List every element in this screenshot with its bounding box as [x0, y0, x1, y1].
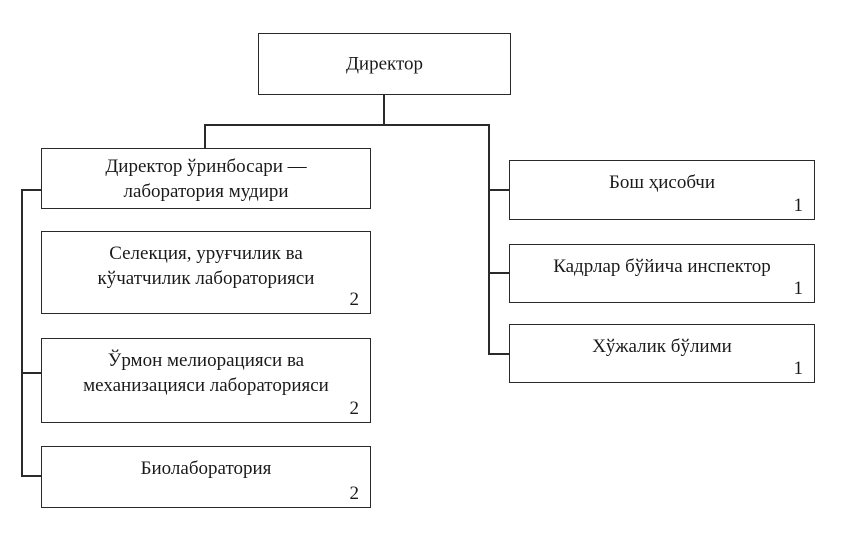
connector-deputy-side-stub [21, 189, 42, 191]
staff-count: 1 [793, 195, 804, 216]
org-node-hr-inspector: Кадрлар бўйича инспектор 1 [509, 244, 815, 303]
node-label-line1: Ўрмон мелиорацияси ва [107, 350, 305, 371]
staff-count: 2 [349, 398, 360, 419]
org-node-deputy-director: Директор ўринбосари — лаборатория мудири [41, 148, 371, 209]
node-label: Бош ҳисобчи [608, 172, 716, 193]
org-node-chief-accountant: Бош ҳисобчи 1 [509, 160, 815, 220]
connector-root-drop [383, 95, 385, 126]
node-label: Хўжалик бўлими [592, 336, 732, 357]
connector-accountant-stub [488, 189, 510, 191]
org-node-biolab: Биолаборатория 2 [41, 446, 371, 508]
org-node-household-department: Хўжалик бўлими 1 [509, 324, 815, 383]
org-node-director: Директор [258, 33, 511, 95]
staff-count: 1 [793, 278, 804, 299]
staff-count: 1 [793, 358, 804, 379]
node-label-line2: механизацияси лабораторияси [83, 375, 329, 396]
node-label: Директор [345, 53, 424, 75]
connector-household-stub [488, 353, 510, 355]
node-label-line1: Селекция, уруғчилик ва [109, 243, 303, 264]
org-node-selection-lab: Селекция, уруғчилик ва кўчатчилик лабора… [41, 231, 371, 314]
staff-count: 2 [349, 483, 360, 504]
org-node-forest-melioration-lab: Ўрмон мелиорацияси ва механизацияси лабо… [41, 338, 371, 423]
connector-melioration-stub [21, 372, 42, 374]
node-label-line2: кўчатчилик лабораторияси [97, 268, 315, 289]
node-label: Кадрлар бўйича инспектор [553, 256, 771, 277]
connector-horizontal-bus [204, 124, 490, 126]
connector-left-spine [21, 189, 23, 477]
staff-count: 2 [349, 289, 360, 310]
connector-biolab-stub [21, 475, 42, 477]
node-label-line2: лаборатория мудири [123, 180, 289, 202]
connector-inspector-stub [488, 272, 510, 274]
node-label-line1: Директор ўринбосари — [105, 155, 307, 177]
connector-deputy-drop [204, 124, 206, 149]
node-label: Биолаборатория [140, 458, 272, 479]
connector-right-spine [488, 124, 490, 355]
